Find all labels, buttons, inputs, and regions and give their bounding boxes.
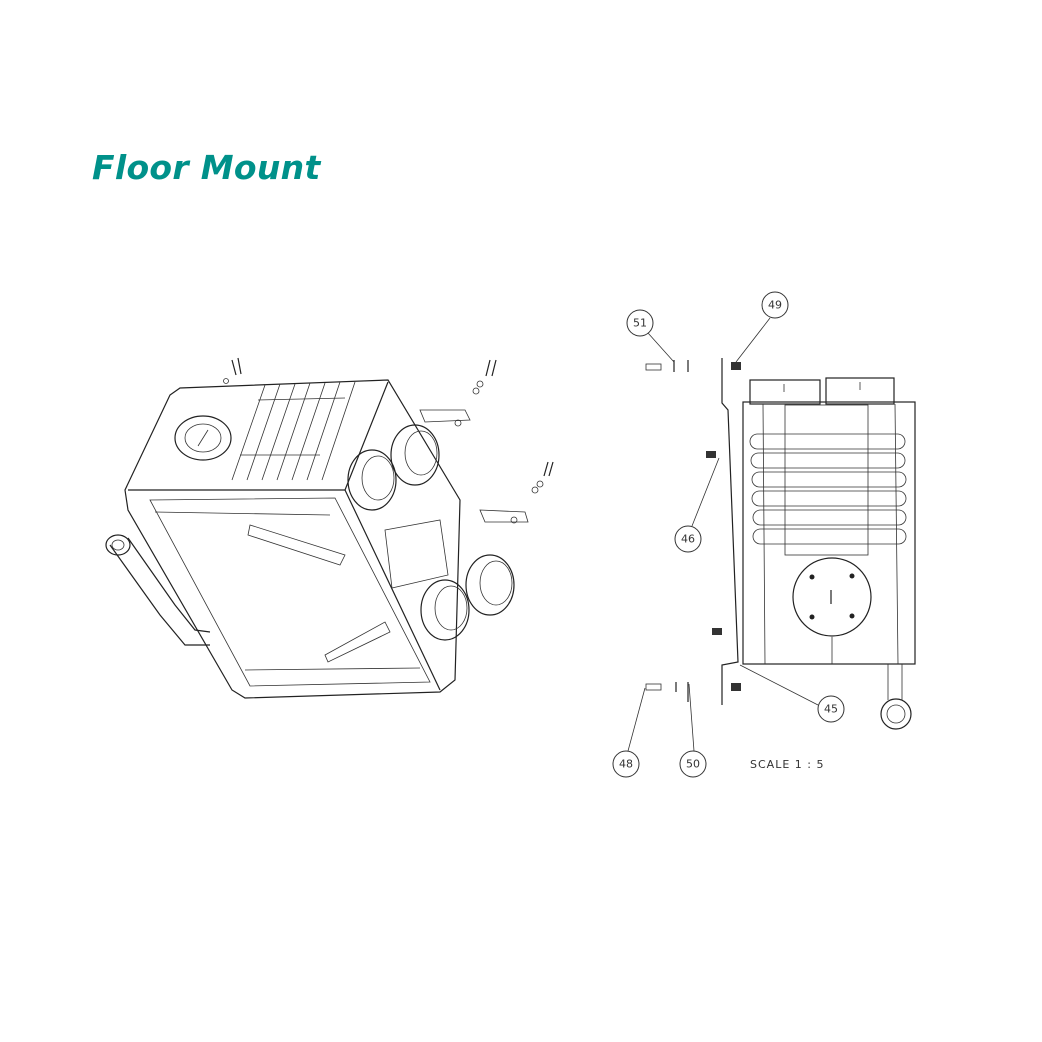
page-title: Floor Mount	[92, 148, 321, 187]
svg-text:46: 46	[681, 533, 695, 546]
hardware-parts	[645, 360, 741, 702]
callout-46: 46	[674, 525, 702, 553]
side-unit-view: 51 49 46 45 48 50 SCALE 1 : 5	[612, 291, 916, 778]
isometric-unit-view	[105, 357, 554, 699]
warning-plate	[792, 557, 872, 637]
mounting-bracket	[419, 409, 471, 423]
cooling-fins	[231, 381, 356, 481]
hose-connector	[105, 534, 211, 646]
svg-text:48: 48	[619, 758, 633, 771]
svg-text:51: 51	[633, 317, 647, 330]
unit-front-edge	[344, 489, 441, 691]
callout-45: 45	[817, 695, 845, 723]
fastener-screws	[223, 357, 554, 524]
heat-coils	[749, 433, 907, 545]
svg-text:50: 50	[686, 758, 700, 771]
callout-48: 48	[612, 750, 640, 778]
callout-50: 50	[679, 750, 707, 778]
scale-label: SCALE 1 : 5	[750, 758, 824, 771]
port-caps	[347, 424, 515, 641]
unit-body-outline	[124, 379, 461, 699]
floor-bracket	[721, 358, 739, 705]
svg-text:49: 49	[768, 299, 782, 312]
drain-fitting	[880, 698, 912, 730]
svg-text:45: 45	[824, 703, 838, 716]
callout-51: 51	[626, 309, 654, 337]
callout-49: 49	[761, 291, 789, 319]
